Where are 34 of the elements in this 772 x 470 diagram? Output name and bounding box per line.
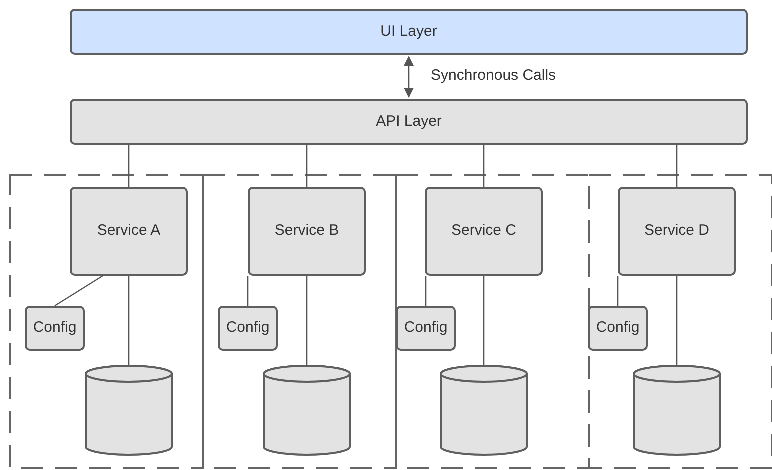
node-label: API Layer [376,112,442,132]
config-box [588,306,648,351]
node-label: Config [226,318,270,338]
connector-line [483,145,485,187]
connector-line [306,145,308,187]
connector-line [247,276,249,306]
service-box [70,187,188,276]
node-label: Config [33,318,77,338]
connector-line [128,276,130,365]
connector-line [483,276,485,365]
node-label: Config [596,318,640,338]
connector-line [306,276,308,365]
connector-line [425,276,427,306]
connector-line [676,145,678,187]
node-label: Config [404,318,448,338]
connector-line [676,276,678,365]
node-label: Service B [274,221,340,242]
connector-line [128,145,130,187]
layer-box [70,9,748,55]
node-label: UI Layer [380,22,438,42]
config-box [218,306,278,351]
service-box [248,187,366,276]
node-label: Service A [97,221,161,242]
layer-box [70,99,748,145]
service-box [425,187,543,276]
node-label: Service C [451,221,517,242]
edge-label: Synchronous Calls [429,67,558,84]
service-box [618,187,736,276]
double-arrow [404,56,414,98]
connector-line [54,275,104,307]
config-box [396,306,456,351]
connector-line [617,276,619,306]
config-box [25,306,85,351]
node-label: Service D [644,221,710,242]
